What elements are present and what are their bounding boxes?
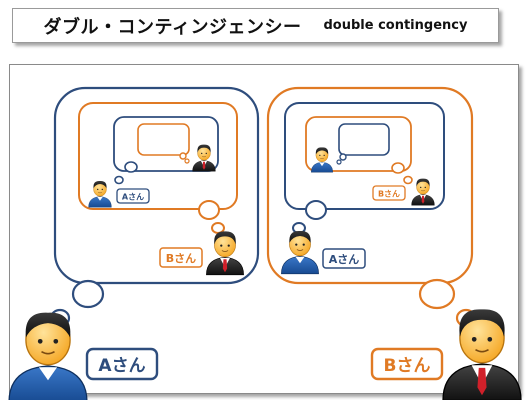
thought-bubble-icon bbox=[336, 159, 342, 165]
thought-bubble-icon bbox=[339, 153, 347, 161]
label-box-b-medium bbox=[159, 247, 203, 268]
thought-bubble-icon bbox=[418, 278, 456, 310]
label-box-b-large bbox=[370, 347, 444, 381]
label-box-b-small bbox=[372, 185, 406, 201]
label-box-a-large bbox=[85, 347, 159, 381]
thought-bubble-icon bbox=[114, 175, 124, 185]
label-box-a-medium bbox=[322, 248, 366, 269]
thought-bubble-icon bbox=[198, 200, 220, 220]
title-sub: double contingency bbox=[323, 18, 468, 33]
thought-bubble-icon bbox=[124, 161, 138, 173]
label-box-a-small bbox=[116, 188, 150, 204]
label-a-small: Aさん bbox=[122, 193, 144, 202]
thought-bubble-icon bbox=[391, 162, 405, 174]
thought-bubble-icon bbox=[305, 200, 327, 220]
thought-bubble-icon bbox=[403, 175, 413, 185]
person-icon bbox=[442, 308, 522, 400]
thought-bubble-a-level4 bbox=[137, 123, 190, 156]
label-b-small: Bさん bbox=[378, 190, 400, 199]
label-b-large: Bさん bbox=[384, 356, 431, 376]
label-a-medium: Aさん bbox=[329, 253, 360, 266]
thought-bubble-icon bbox=[71, 279, 105, 309]
title-box: ダブル・コンティンジェンシー double contingency bbox=[12, 8, 499, 43]
thought-bubble-icon bbox=[179, 152, 187, 160]
title-main: ダブル・コンティンジェンシー bbox=[43, 16, 302, 38]
thought-bubble-icon bbox=[184, 158, 190, 164]
label-a-large: Aさん bbox=[98, 356, 145, 376]
thought-bubble-b-level4 bbox=[338, 123, 390, 156]
label-b-medium: Bさん bbox=[166, 252, 196, 265]
person-icon bbox=[8, 311, 88, 400]
